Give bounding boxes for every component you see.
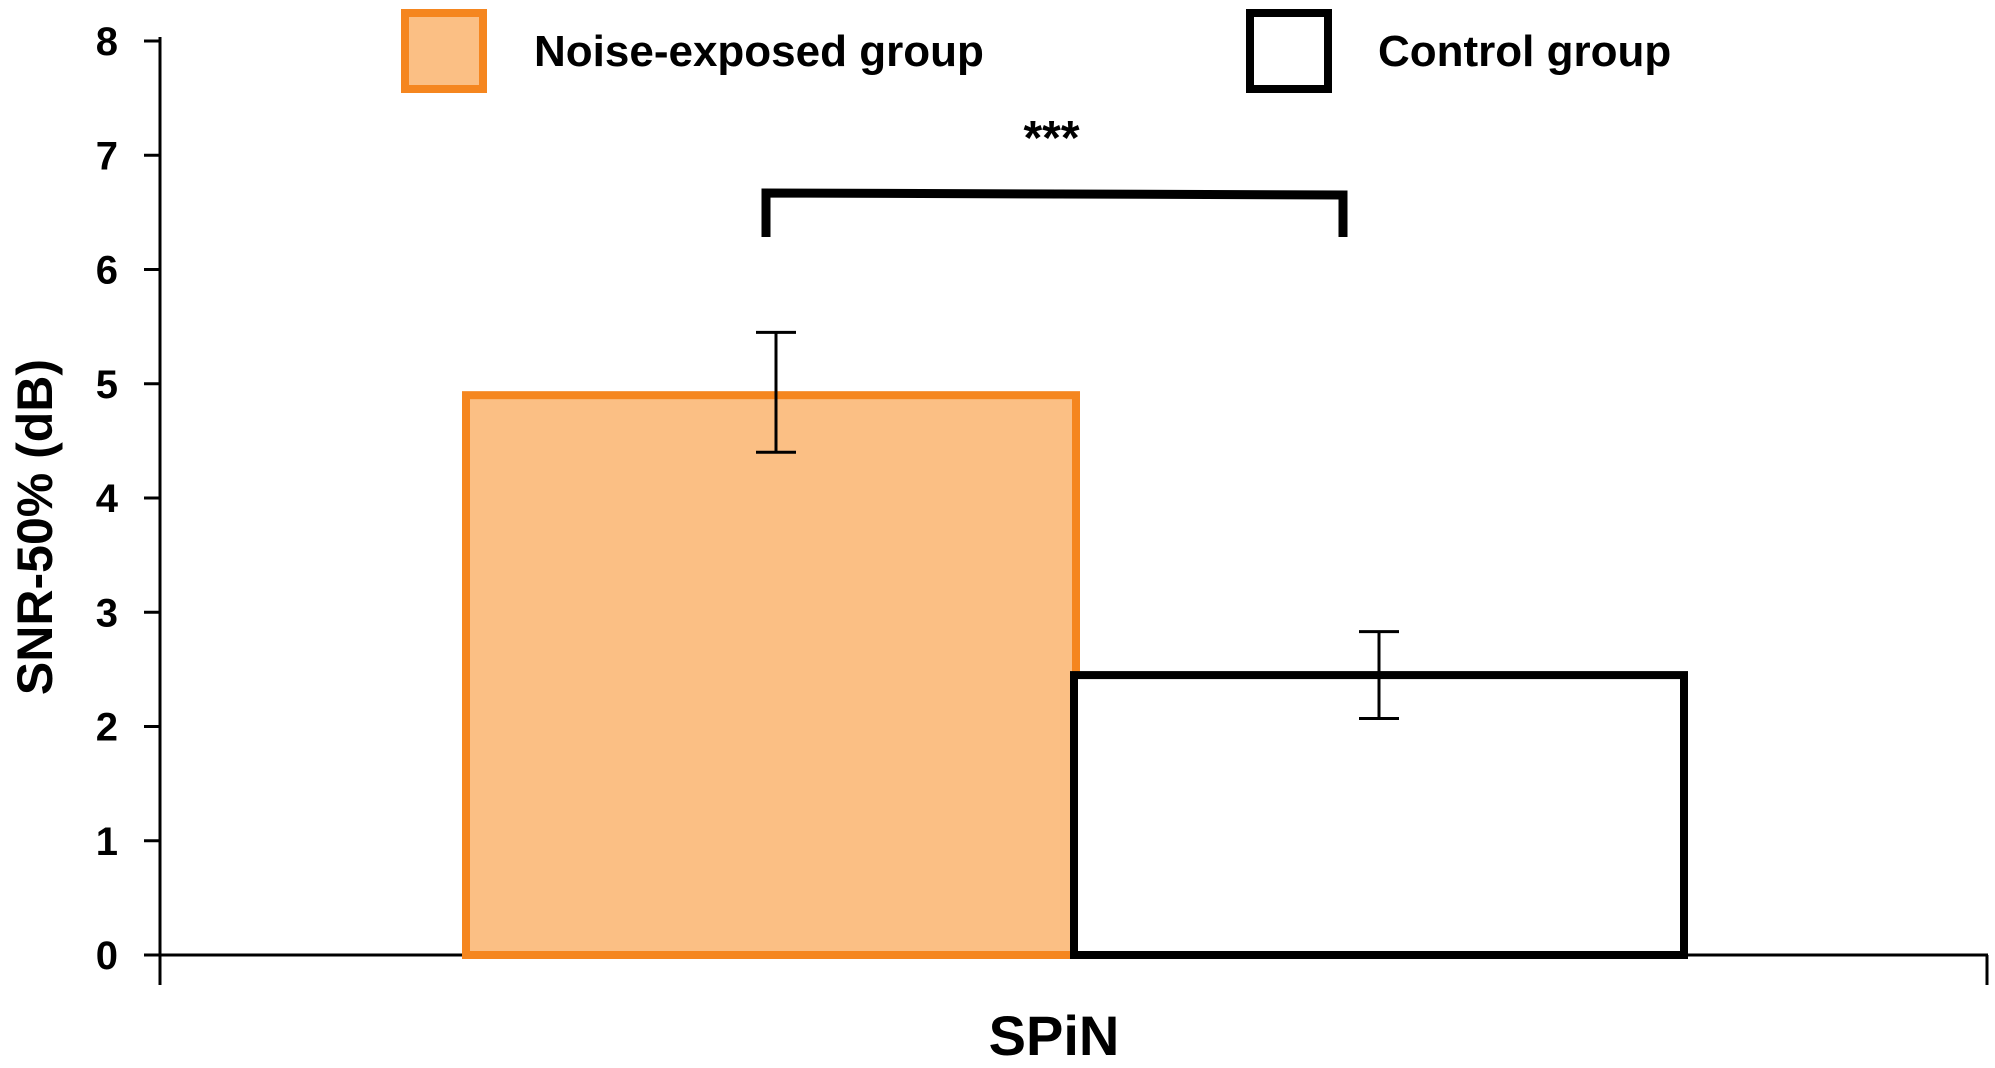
significance-label: *** — [1023, 112, 1079, 165]
legend-item-noise-exposed: Noise-exposed group — [401, 9, 984, 93]
y-tick-label: 8 — [96, 20, 118, 64]
y-tick-label: 7 — [96, 134, 118, 178]
y-tick-label: 6 — [96, 249, 118, 293]
legend-label: Noise-exposed group — [534, 27, 984, 76]
y-tick-label: 1 — [96, 820, 118, 864]
y-tick-label: 4 — [96, 477, 119, 521]
bar-noise-exposed — [462, 391, 1080, 959]
error-bars — [756, 330, 1399, 721]
legend-label: Control group — [1378, 27, 1671, 76]
error-bar-control — [1359, 630, 1399, 721]
bars — [462, 391, 1688, 960]
legend-swatch — [1246, 9, 1332, 93]
legend-swatch — [401, 9, 487, 93]
y-tick-label: 5 — [96, 363, 118, 407]
significance-bracket — [761, 188, 1348, 237]
y-tick-label: 3 — [96, 591, 118, 635]
y-tick-label: 0 — [96, 934, 118, 978]
bar-control — [1070, 671, 1688, 960]
legend: Noise-exposed group Control group — [401, 9, 1671, 93]
error-bar-noise-exposed — [756, 330, 796, 454]
y-axis-title: SNR-50% (dB) — [7, 359, 63, 695]
legend-item-control: Control group — [1246, 9, 1671, 93]
significance-annotation: *** — [761, 112, 1348, 237]
y-tick-label: 2 — [96, 706, 118, 750]
x-axis-title: SPiN — [989, 1004, 1120, 1067]
